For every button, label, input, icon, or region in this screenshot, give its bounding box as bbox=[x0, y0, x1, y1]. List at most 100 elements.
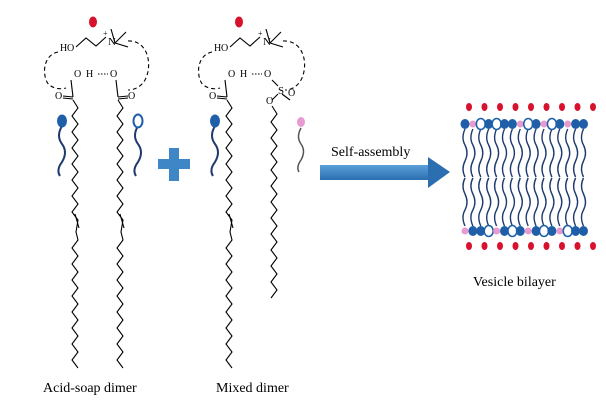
lipid-tail bbox=[525, 128, 531, 178]
lipid-tail bbox=[517, 177, 523, 227]
self-assembly-label: Self-assembly bbox=[331, 145, 411, 160]
atom-h: H bbox=[60, 43, 67, 54]
sulfate-head bbox=[469, 120, 477, 128]
lipid-tail bbox=[557, 128, 563, 178]
lipid-tail bbox=[509, 177, 516, 227]
atom-o: O bbox=[264, 69, 271, 80]
counterion-dot bbox=[512, 242, 519, 250]
lipid-tail bbox=[557, 177, 563, 227]
lipid-tail bbox=[549, 128, 555, 178]
counterion-dot bbox=[590, 103, 596, 111]
anion-head bbox=[531, 119, 541, 129]
acid-head bbox=[562, 224, 574, 238]
anion-head bbox=[579, 119, 588, 129]
lipid-tail bbox=[580, 128, 587, 178]
mixed-dimer-caption: Mixed dimer bbox=[216, 381, 289, 396]
counterion-dot bbox=[235, 16, 243, 28]
lipid-tail bbox=[541, 128, 547, 178]
anion-head bbox=[547, 226, 557, 236]
sulfate-head bbox=[297, 117, 305, 127]
acid-soap-atoms: H O N + O H O O O bbox=[55, 29, 135, 102]
lipid-tail bbox=[493, 128, 500, 178]
lipid-tail bbox=[549, 177, 555, 227]
lipid-tail bbox=[478, 128, 484, 178]
lipid-tail bbox=[541, 177, 547, 227]
atom-n: N bbox=[263, 36, 271, 48]
anion-head bbox=[210, 114, 220, 128]
lipid-tail bbox=[470, 177, 476, 227]
sulfate-head bbox=[516, 120, 524, 128]
anion-head bbox=[484, 119, 494, 129]
atom-s: S bbox=[278, 85, 284, 97]
atom-h: H bbox=[214, 43, 221, 54]
sulfate-head bbox=[461, 227, 469, 235]
atom-h: H bbox=[86, 69, 93, 80]
acid-head bbox=[538, 224, 550, 238]
atom-o: O bbox=[228, 69, 235, 80]
anion-head bbox=[57, 114, 67, 128]
sulfate-head bbox=[564, 120, 572, 128]
counterion-dot bbox=[528, 242, 534, 250]
anion-head bbox=[476, 226, 486, 236]
atom-o: O bbox=[128, 91, 135, 102]
mixed-dimer-symbols bbox=[210, 114, 305, 177]
acid-soap-dimer bbox=[44, 16, 150, 369]
anion-head bbox=[555, 119, 565, 129]
atom-o: O bbox=[209, 91, 216, 102]
lipid-tail bbox=[580, 177, 587, 227]
counterion-dot bbox=[574, 103, 581, 111]
anion-head bbox=[468, 226, 478, 236]
lipid-tail bbox=[486, 177, 492, 227]
acid-head bbox=[483, 224, 495, 238]
sulfate-head bbox=[493, 227, 501, 235]
anion-head bbox=[531, 226, 541, 236]
lipid-tail bbox=[517, 128, 523, 178]
lipid-tail bbox=[509, 128, 516, 178]
acid-head bbox=[507, 224, 518, 238]
counterion-dot bbox=[497, 103, 503, 111]
atom-o: O bbox=[221, 43, 228, 54]
sulfate-head bbox=[524, 227, 532, 235]
atom-o: O bbox=[67, 43, 74, 54]
vesicle-bilayer bbox=[460, 103, 596, 250]
lipid-tail bbox=[462, 177, 468, 227]
counterion-dot bbox=[89, 16, 97, 28]
counterion-dot bbox=[481, 242, 488, 250]
counterion-dot bbox=[466, 103, 472, 111]
acid-head bbox=[132, 113, 144, 129]
anion-head bbox=[500, 119, 509, 129]
counterion-dot bbox=[574, 242, 581, 250]
anion-head bbox=[571, 119, 581, 129]
lipid-tail bbox=[470, 128, 476, 178]
acid-head bbox=[522, 117, 534, 131]
counterion-dot bbox=[559, 103, 565, 111]
counterion-dot bbox=[543, 242, 550, 250]
lipid-tail bbox=[572, 177, 579, 227]
counterion-dot bbox=[543, 103, 550, 111]
counterion-dot bbox=[512, 103, 519, 111]
self-assembly-arrow bbox=[320, 157, 450, 188]
counterion-dot bbox=[528, 103, 534, 111]
atom-o: O bbox=[288, 88, 295, 99]
mixed-dimer-atoms: H O N + O H O S O O O bbox=[209, 29, 295, 107]
mixed-dimer bbox=[198, 16, 306, 369]
acid-head bbox=[475, 117, 487, 131]
lipid-tail bbox=[565, 177, 571, 227]
anion-head bbox=[571, 226, 581, 236]
anion-head bbox=[500, 226, 509, 236]
lipid-tail bbox=[525, 177, 531, 227]
counterion-dot bbox=[590, 242, 596, 250]
atom-o: O bbox=[266, 96, 273, 107]
lipid-tail bbox=[493, 177, 500, 227]
atom-plus: + bbox=[103, 29, 108, 38]
sulfate-head bbox=[556, 227, 564, 235]
sulfate-head bbox=[540, 120, 548, 128]
atom-o: O bbox=[74, 69, 81, 80]
counterion-dot bbox=[559, 242, 565, 250]
vesicle-bilayer-caption: Vesicle bilayer bbox=[473, 275, 556, 290]
acid-head bbox=[491, 117, 502, 131]
atom-n: N bbox=[108, 36, 116, 48]
atom-o: O bbox=[110, 69, 117, 80]
anion-head bbox=[460, 119, 470, 129]
